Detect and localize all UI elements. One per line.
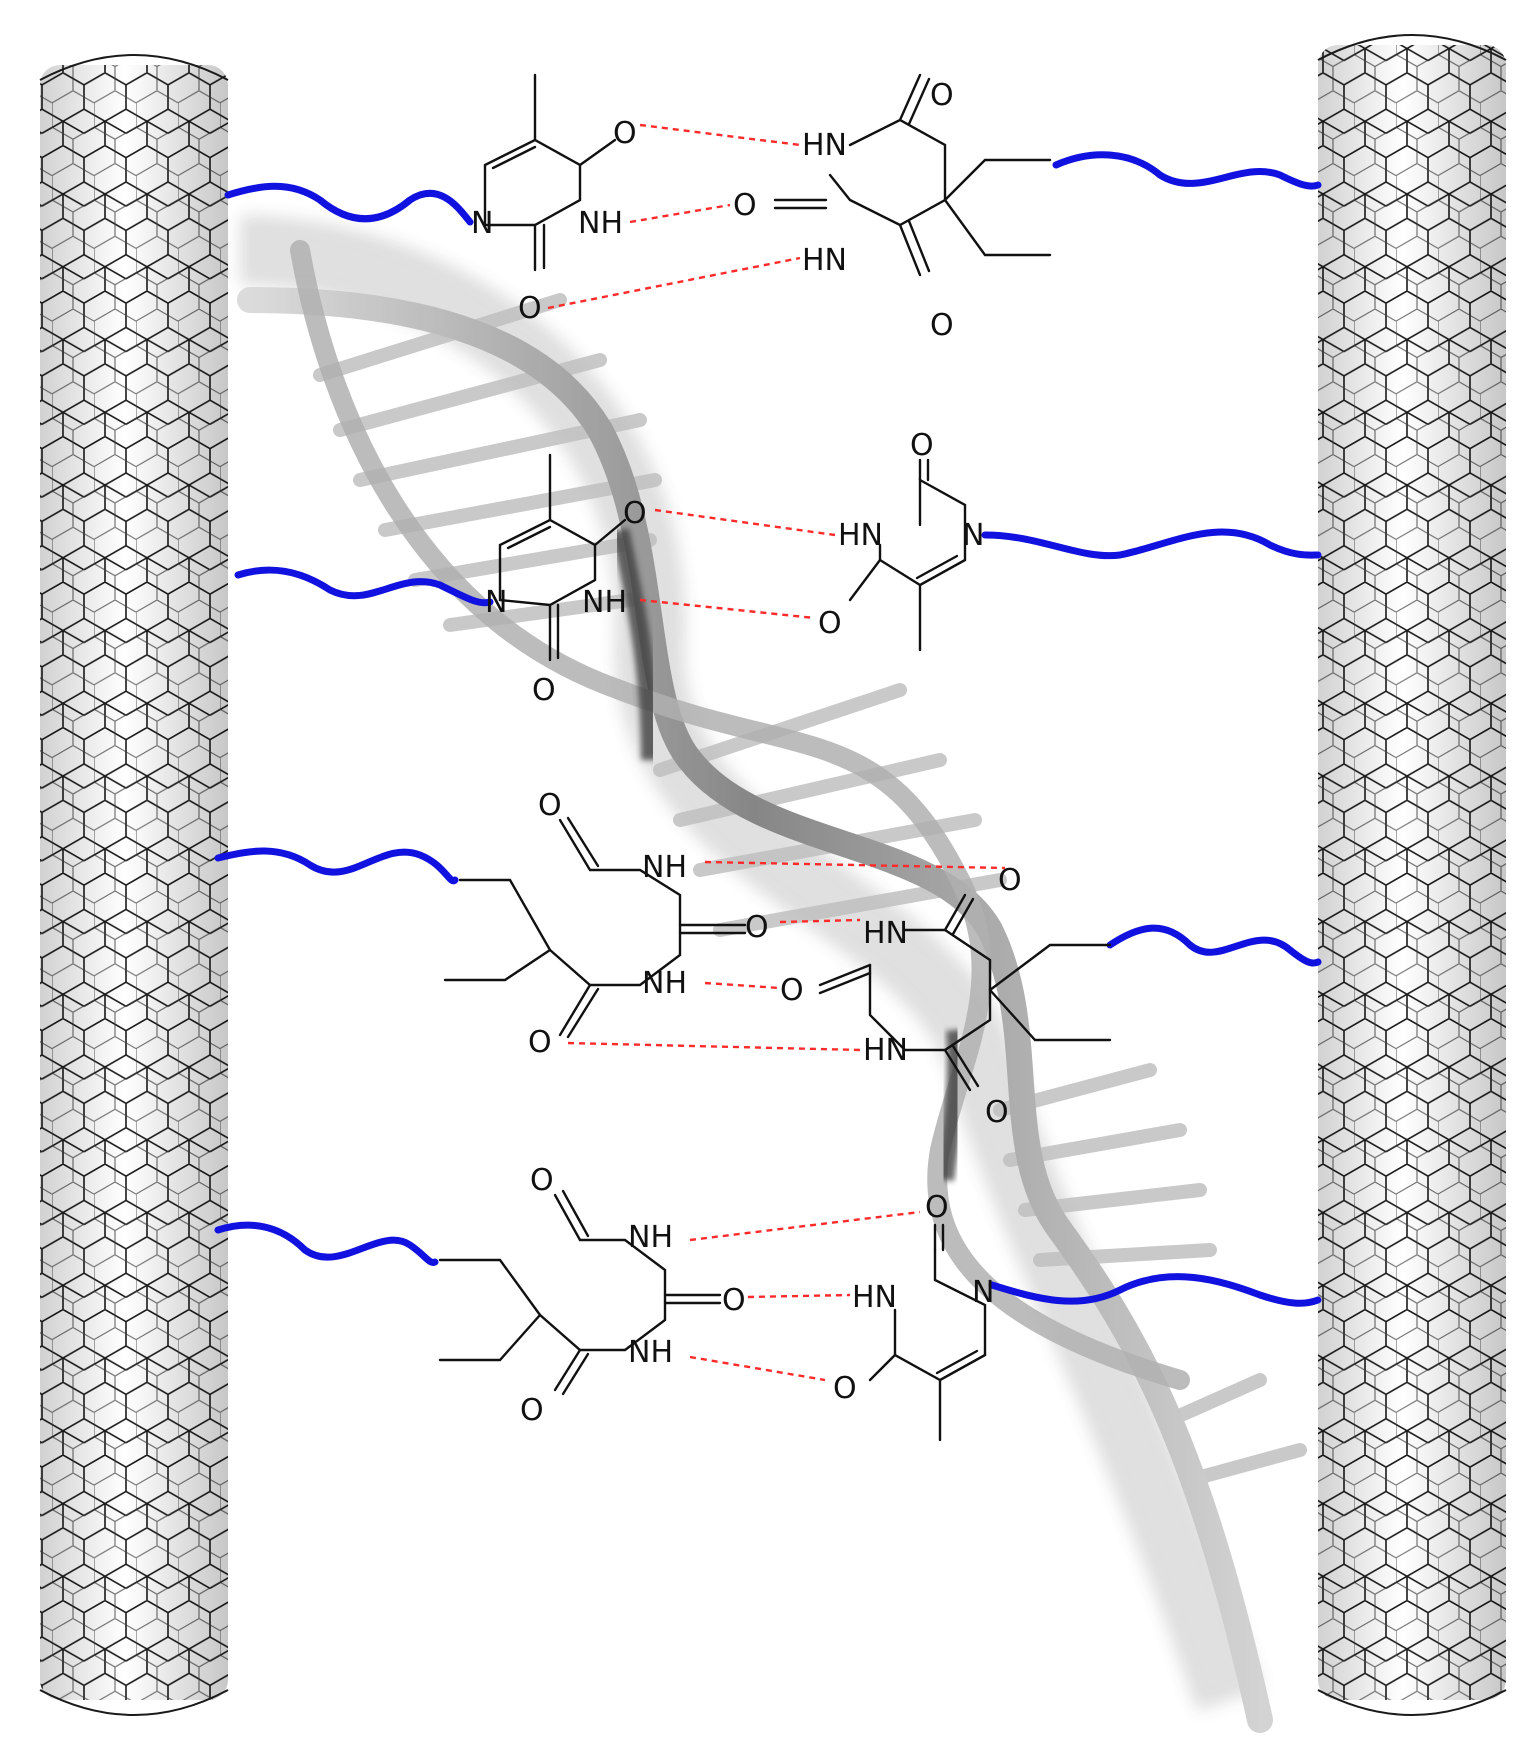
barbiturate-3-left: NH NH O O O (443, 788, 769, 1060)
atom-o: O (818, 606, 842, 641)
atom-o: O (532, 673, 556, 708)
base-pair-thymine-thymine: N NH O O O HN N O (485, 428, 984, 708)
base-pair-thymine-barbiturate-top: N NH O O HN HN O O O (471, 73, 1052, 343)
atom-hn: HN (802, 243, 847, 278)
atom-o: O (530, 1163, 554, 1198)
atom-nh: NH (628, 1220, 673, 1255)
atom-o: O (613, 116, 637, 151)
atom-o: O (623, 496, 647, 531)
linker-4-left (214, 1221, 439, 1266)
atom-o: O (528, 1025, 552, 1060)
hydrogen-bonds-1 (547, 123, 801, 310)
barbiturate-4-left: NH NH O O O (438, 1163, 746, 1428)
atom-hn: HN (863, 916, 908, 951)
atom-hn: HN (802, 128, 847, 163)
thymine-1: N NH O O (471, 73, 637, 326)
thymine-4-right: O HN N O (833, 1190, 994, 1442)
atom-hn: HN (863, 1033, 908, 1068)
atom-o: O (833, 1371, 857, 1406)
atom-o: O (722, 1283, 746, 1318)
helix-strand-back (290, 240, 1190, 1390)
atom-o: O (520, 1393, 544, 1428)
barbiturate-1: HN HN O O O (733, 73, 1052, 343)
atom-n: N (471, 206, 493, 241)
linker-4-right (988, 1273, 1322, 1307)
atom-o: O (538, 788, 562, 823)
atom-hn: HN (838, 518, 883, 553)
linker-1-right (1052, 151, 1322, 190)
atom-n: N (962, 518, 984, 553)
linkers (214, 151, 1322, 1307)
atom-n: N (485, 585, 507, 620)
carbon-nanotube-right (1317, 34, 1507, 1716)
hydrogen-bonds-2 (639, 508, 836, 620)
linker-3-right (1106, 924, 1322, 967)
atom-nh: NH (642, 850, 687, 885)
atom-o: O (930, 78, 954, 113)
atom-nh: NH (578, 206, 623, 241)
linker-3-left (214, 847, 459, 885)
atom-o: O (780, 973, 804, 1008)
atom-hn: HN (852, 1280, 897, 1315)
helix-strand-front (237, 287, 1273, 1733)
atom-o: O (998, 863, 1022, 898)
thymine-2-right: O HN N O (818, 428, 984, 652)
atom-o: O (985, 1095, 1009, 1130)
atom-o: O (925, 1190, 949, 1225)
atom-o: O (930, 308, 954, 343)
base-pair-barbiturate-thymine-bottom: NH NH O O O O HN N O (438, 1163, 994, 1442)
atom-nh: NH (642, 966, 687, 1001)
hydrogen-bonds-3 (567, 860, 1006, 1052)
atom-nh: NH (628, 1335, 673, 1370)
hydrogen-bonds-4 (689, 1210, 921, 1382)
thymine-2-left: N NH O O (485, 453, 647, 708)
atom-o: O (518, 291, 542, 326)
atom-nh: NH (582, 585, 627, 620)
atom-o: O (910, 428, 934, 463)
atom-o: O (745, 910, 769, 945)
atom-n: N (972, 1275, 994, 1310)
carbon-nanotube-left (39, 54, 229, 1716)
linker-1-left (224, 182, 474, 226)
barbiturate-3-right: HN HN O O O (780, 863, 1112, 1130)
base-pair-barbiturate-barbiturate: NH NH O O O HN HN O O O (443, 788, 1112, 1130)
dna-helix-illustration (237, 215, 1307, 1733)
linker-2-right (981, 528, 1322, 560)
atom-o: O (733, 188, 757, 223)
linker-2-left (234, 566, 494, 607)
